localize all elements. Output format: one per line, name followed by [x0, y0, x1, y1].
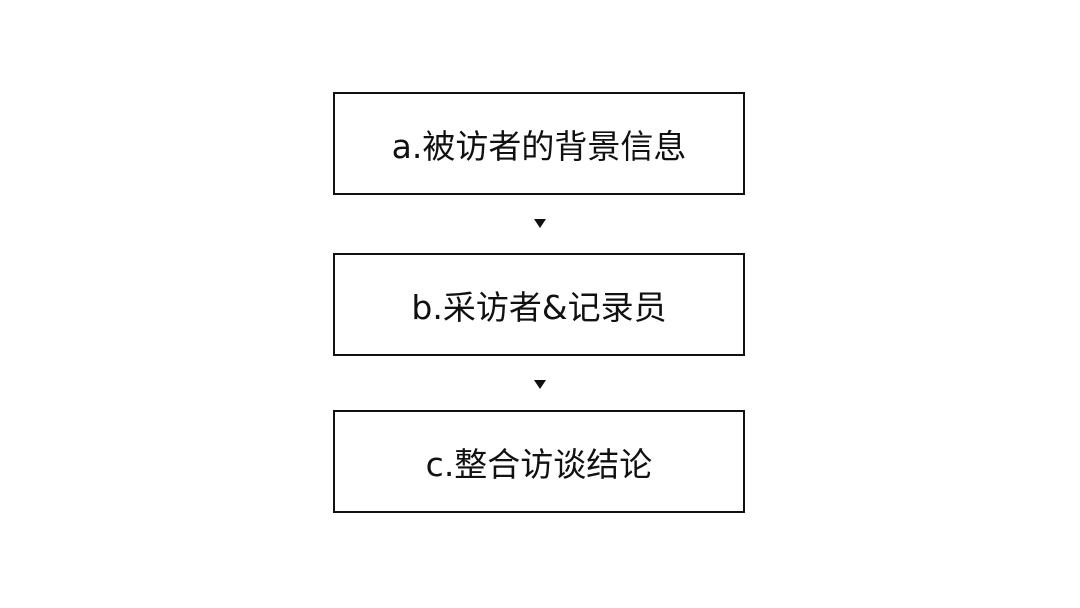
- step-box-a: a.被访者的背景信息: [333, 92, 745, 195]
- step-label: b.采访者&记录员: [411, 287, 667, 327]
- arrow-down-icon: [534, 380, 546, 389]
- step-label: c.整合访谈结论: [425, 444, 653, 484]
- step-box-c: c.整合访谈结论: [333, 410, 745, 513]
- step-box-b: b.采访者&记录员: [333, 253, 745, 356]
- arrow-down-icon: [534, 219, 546, 228]
- step-label: a.被访者的背景信息: [391, 126, 687, 166]
